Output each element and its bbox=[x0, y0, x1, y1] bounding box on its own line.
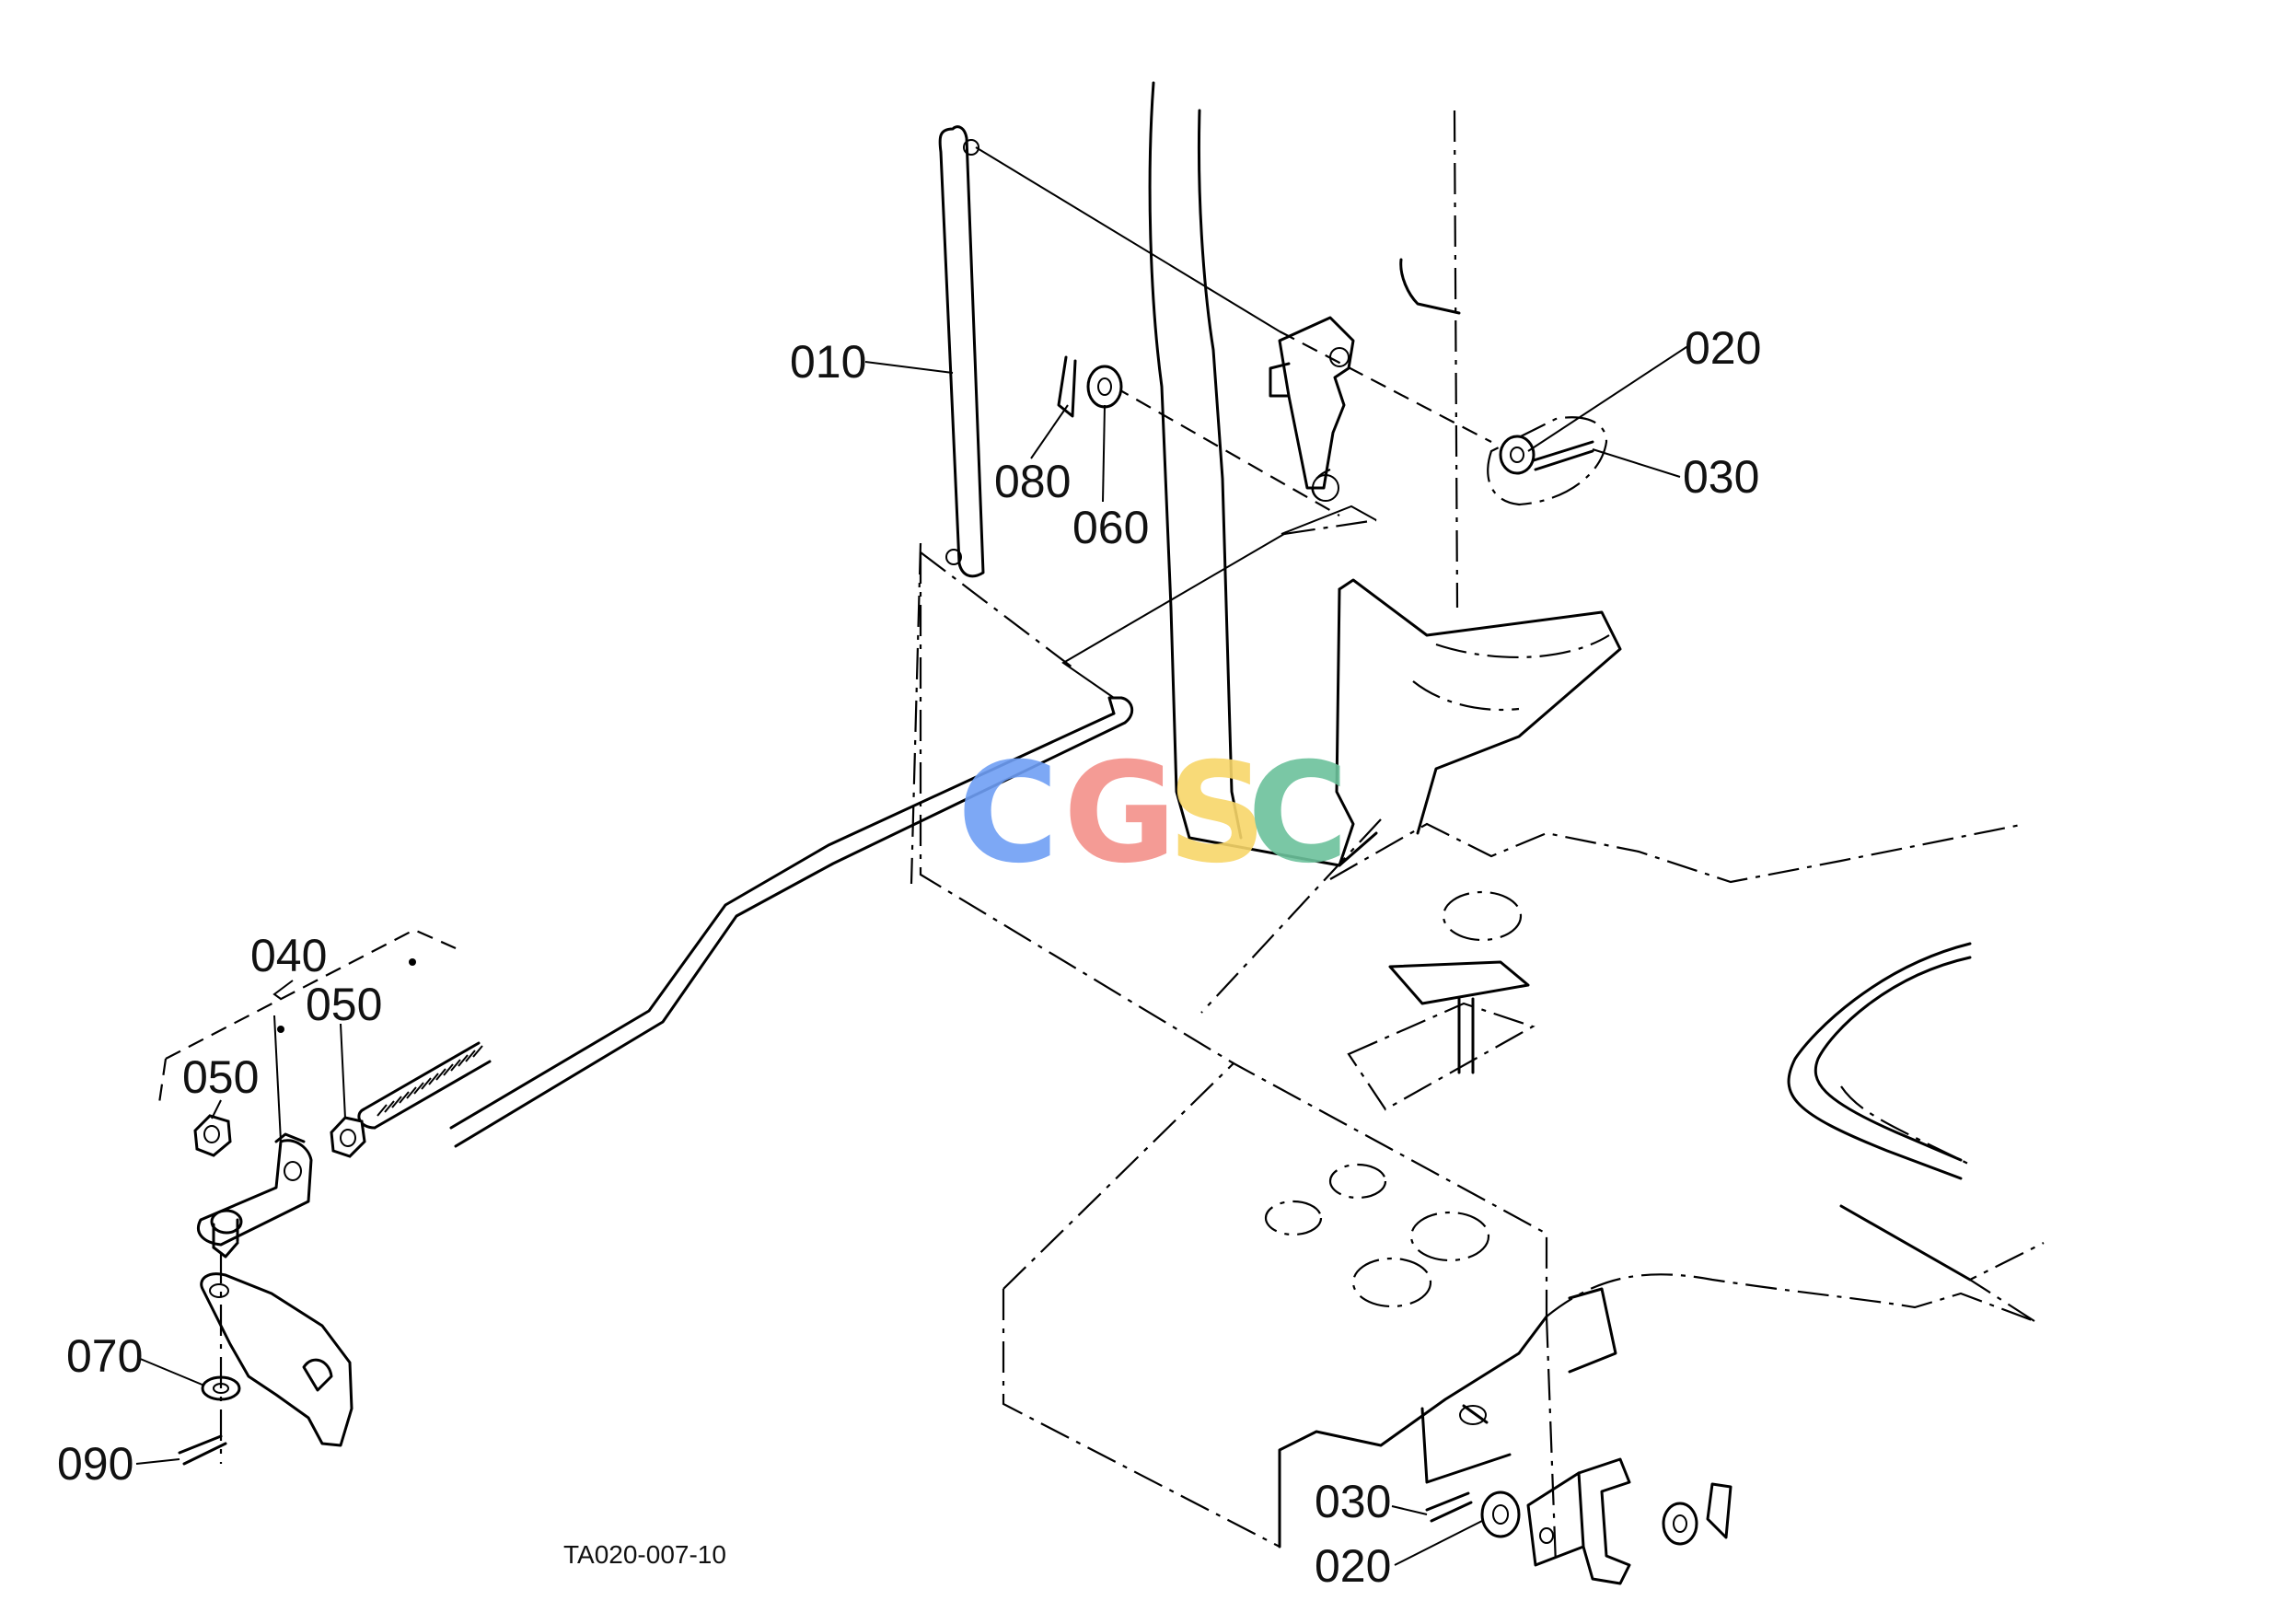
callout-030-upper: 030 bbox=[1683, 451, 1759, 503]
rod-010 bbox=[357, 125, 1134, 1148]
watermark-logo: C G S C bbox=[957, 734, 1349, 894]
callout-040: 040 bbox=[250, 930, 327, 981]
callout-080: 080 bbox=[994, 456, 1071, 507]
callout-020-lower: 020 bbox=[1315, 1540, 1391, 1592]
pin-080-washer-060 bbox=[1057, 355, 1123, 418]
lever-assembly-lower bbox=[156, 928, 457, 1466]
pivot-bracket bbox=[1269, 316, 1355, 502]
callout-050-right: 050 bbox=[306, 979, 382, 1030]
watermark-letter-s: S bbox=[1167, 734, 1267, 894]
callout-050-left: 050 bbox=[182, 1051, 259, 1103]
callout-030-lower: 030 bbox=[1315, 1476, 1391, 1527]
watermark-letter-c2: C bbox=[1247, 734, 1349, 894]
callout-090: 090 bbox=[57, 1438, 133, 1490]
callout-070: 070 bbox=[66, 1330, 143, 1382]
bracket-lower-right bbox=[1425, 1457, 1733, 1585]
callout-labels: 010 020 030 080 060 040 050 050 070 090 … bbox=[57, 322, 1761, 1592]
watermark-letter-g: G bbox=[1063, 734, 1176, 894]
thread-marks bbox=[377, 1045, 483, 1117]
drawing-code: TA020-007-10 bbox=[563, 1540, 726, 1569]
washer-020-upper bbox=[1487, 416, 1608, 506]
frame-outline bbox=[919, 81, 2045, 1566]
callout-020-upper: 020 bbox=[1685, 322, 1761, 374]
leader-lines bbox=[135, 344, 1690, 1566]
callout-060: 060 bbox=[1072, 502, 1149, 553]
watermark-letter-c1: C bbox=[957, 734, 1059, 894]
callout-010: 010 bbox=[790, 336, 866, 388]
